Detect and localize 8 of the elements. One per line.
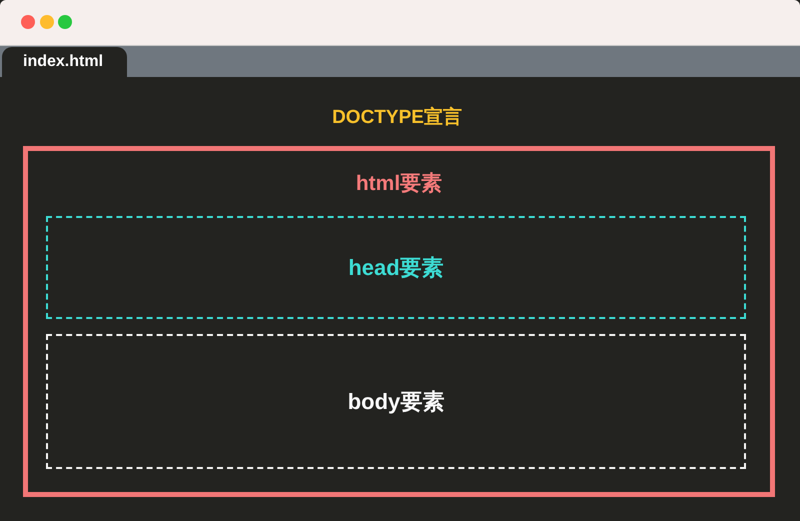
dashed-box: [46, 216, 746, 319]
doctype-label: DOCTYPE宣言: [332, 108, 462, 127]
file-tab: index.html: [2, 47, 127, 77]
solid-frame: [23, 146, 775, 497]
dashed-box: [46, 334, 746, 469]
box-label: body要素: [348, 390, 444, 412]
box-label: html要素: [356, 173, 442, 194]
box-label: head要素: [348, 256, 444, 278]
